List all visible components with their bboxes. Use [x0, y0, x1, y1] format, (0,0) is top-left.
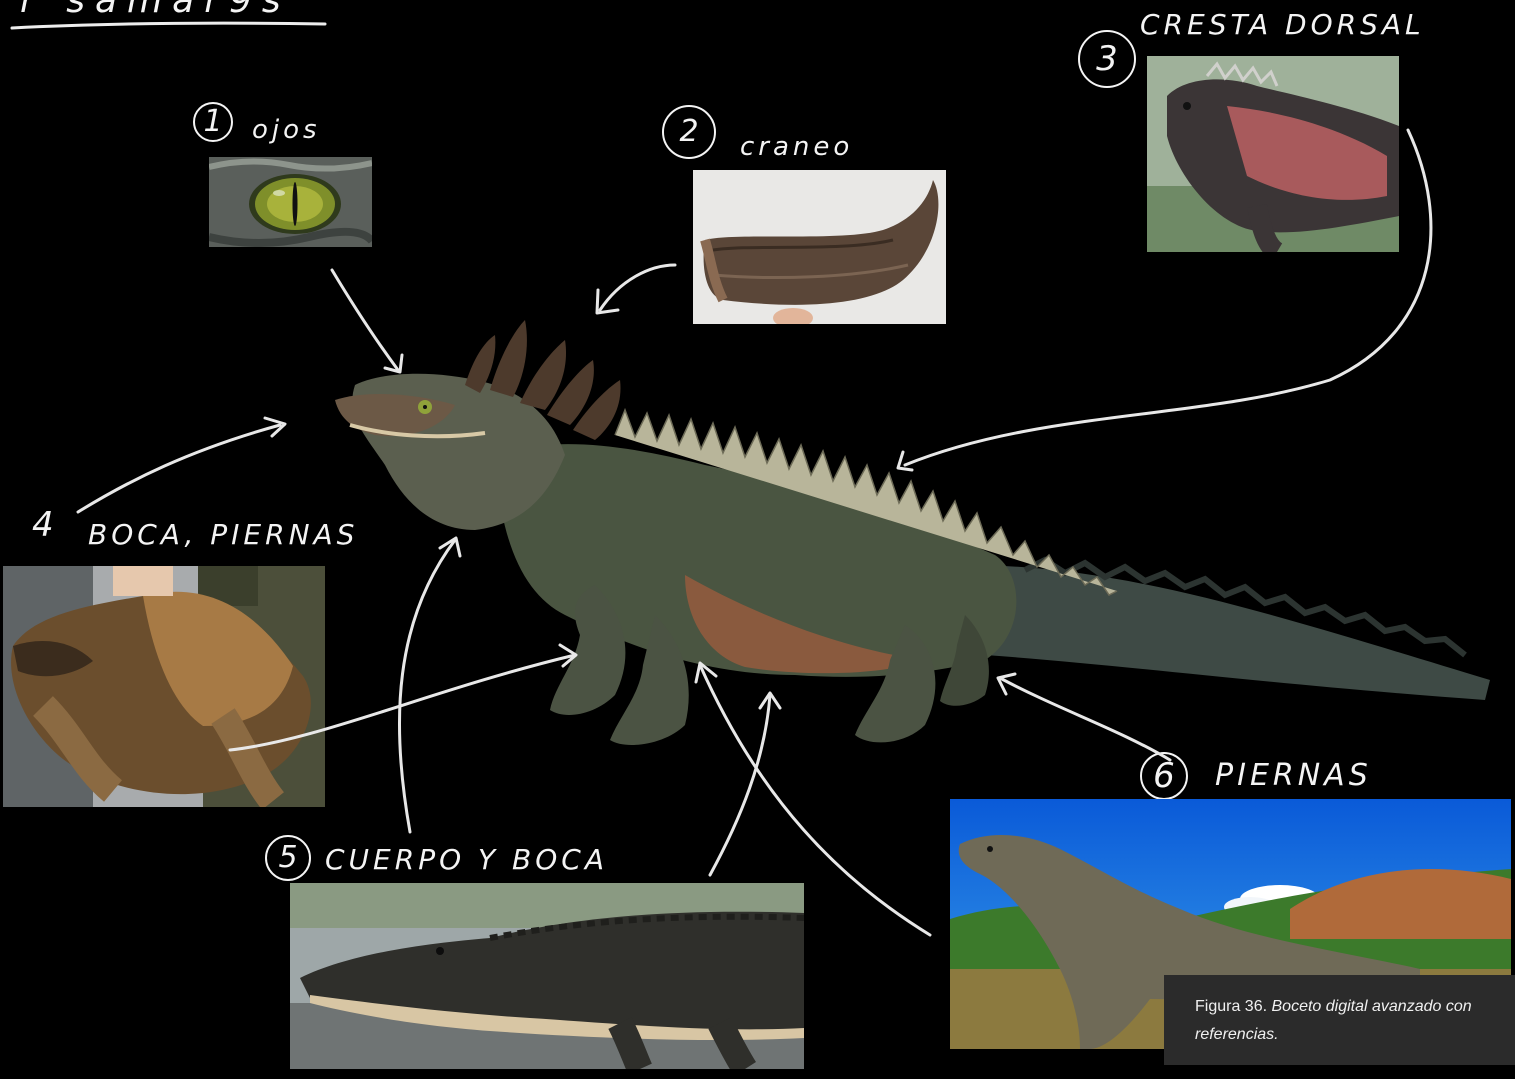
- crocodile-eye-photo: [209, 157, 372, 247]
- marine-iguana-photo: [1147, 56, 1399, 252]
- figure-caption: Figura 36. Boceto digital avanzado con r…: [1164, 975, 1515, 1065]
- label-2-number: 2: [662, 105, 716, 159]
- label-2-text: craneo: [740, 132, 853, 162]
- label-3-number: 3: [1078, 30, 1136, 88]
- label-3-text: cresta dorsal: [1140, 8, 1425, 41]
- caption-figure-number: Figura 36.: [1195, 998, 1267, 1015]
- snapping-turtle-photo: [3, 566, 325, 807]
- label-4-number: 4: [32, 505, 54, 545]
- label-1-number: 1: [193, 102, 233, 142]
- label-4-text: boca, piernas: [88, 518, 358, 551]
- alligator-photo: [290, 883, 804, 1069]
- label-5-number: 5: [265, 835, 311, 881]
- creature-sketch: [325, 315, 1495, 765]
- header-underline: [0, 0, 340, 40]
- horn-photo: [693, 170, 946, 324]
- label-5-text: cuerpo y boca: [325, 843, 608, 876]
- label-1-text: ojos: [252, 115, 321, 145]
